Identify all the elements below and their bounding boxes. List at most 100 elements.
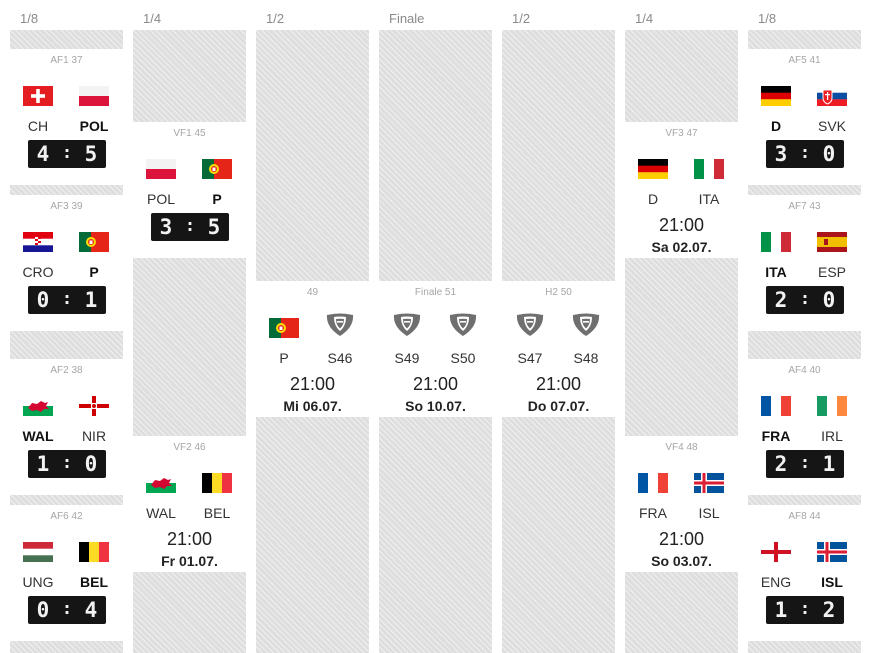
- match-card-af5[interactable]: AF5 41 D SVK 3 : 0: [748, 49, 861, 185]
- round-label: 1/4: [133, 8, 246, 30]
- flag-belgium-icon: [79, 542, 109, 562]
- score-away: 0: [822, 288, 836, 312]
- scoreboard: 0 : 4: [28, 596, 106, 624]
- shield-icon: [325, 313, 355, 337]
- team-home: CRO: [22, 264, 54, 280]
- match-date: So 10.07.: [405, 398, 466, 414]
- team-home: WAL: [22, 428, 54, 444]
- flag-portugal-icon: [202, 159, 232, 179]
- round-label: Finale: [379, 8, 492, 30]
- match-card-af8[interactable]: AF8 44 ENG ISL 1 : 2: [748, 505, 861, 641]
- team-away: S48: [573, 350, 599, 366]
- match-code: Finale 51: [414, 287, 457, 298]
- score-separator: :: [61, 599, 73, 619]
- score-away: 5: [84, 142, 98, 166]
- score-home: 2: [774, 452, 788, 476]
- score-home: 1: [36, 452, 50, 476]
- match-card-af6[interactable]: AF6 42 UNG BEL 0 : 4: [10, 505, 123, 641]
- score-home: 2: [774, 288, 788, 312]
- match-card-vf3[interactable]: VF3 47 D ITA 21:00 Sa 02.07.: [625, 122, 738, 258]
- score-away: 5: [207, 215, 221, 239]
- team-away: ISL: [698, 505, 720, 521]
- score-home: 0: [36, 288, 50, 312]
- match-date: Mi 06.07.: [283, 398, 342, 414]
- match-date: Do 07.07.: [527, 398, 590, 414]
- shield-icon: [448, 313, 478, 337]
- flag-germany-icon: [638, 159, 668, 179]
- score-away: 0: [822, 142, 836, 166]
- shield-icon: [392, 313, 422, 337]
- match-code: AF5 41: [788, 55, 821, 66]
- match-card-af2[interactable]: AF2 38 WAL NIR 1 : 0: [10, 359, 123, 495]
- kickoff-time: 21:00: [289, 374, 336, 394]
- match-card-af3[interactable]: AF3 39 CRO P 0 : 1: [10, 195, 123, 331]
- kickoff-time: 21:00: [535, 374, 582, 394]
- flag-iceland-icon: [694, 473, 724, 493]
- flag-belgium-icon: [202, 473, 232, 493]
- match-card-vf1[interactable]: VF1 45 POL P 3 : 5: [133, 122, 246, 258]
- team-home: ITA: [765, 264, 787, 280]
- match-card-final[interactable]: Finale 51 S49 S50 21:00 So 10.07.: [379, 281, 492, 417]
- match-card-h2[interactable]: H2 50 S47 S48 21:00 Do 07.07.: [502, 281, 615, 417]
- score-home: 0: [36, 598, 50, 622]
- match-code: AF1 37: [50, 55, 83, 66]
- score-separator: :: [61, 289, 73, 309]
- team-home: WAL: [146, 505, 176, 521]
- scoreboard: 3 : 5: [151, 213, 229, 241]
- match-code: AF2 38: [50, 365, 83, 376]
- scoreboard: 1 : 2: [766, 596, 844, 624]
- score-separator: :: [799, 599, 811, 619]
- scoreboard: 1 : 0: [28, 450, 106, 478]
- match-code: AF7 43: [788, 201, 821, 212]
- flag-portugal-icon: [79, 232, 109, 252]
- team-home: POL: [146, 191, 175, 207]
- team-away: POL: [79, 118, 109, 134]
- scoreboard: 0 : 1: [28, 286, 106, 314]
- match-card-af4[interactable]: AF4 40 FRA IRL 2 : 1: [748, 359, 861, 495]
- kickoff-time: 21:00: [166, 529, 213, 549]
- round-label: 1/4: [625, 8, 738, 30]
- score-home: 1: [774, 598, 788, 622]
- team-away: ESP: [817, 264, 846, 280]
- match-card-vf2[interactable]: VF2 46 WAL BEL 21:00 Fr 01.07.: [133, 436, 246, 572]
- match-code: AF8 44: [788, 511, 821, 522]
- team-away: SVK: [817, 118, 846, 134]
- round-label: 1/2: [502, 8, 615, 30]
- column-round-of-16-left: 1/8 AF1 37 CH POL 4 : 5 AF3 39 CRO P 0 :: [10, 8, 123, 653]
- team-away: ITA: [698, 191, 720, 207]
- round-label: 1/8: [10, 8, 123, 30]
- match-card-sf49[interactable]: 49 P S46 21:00 Mi 06.07.: [256, 281, 369, 417]
- scoreboard: 4 : 5: [28, 140, 106, 168]
- match-card-af7[interactable]: AF7 43 ITA ESP 2 : 0: [748, 195, 861, 331]
- team-home: S47: [517, 350, 543, 366]
- column-semifinal-left: 1/2 49 P S46 21:00 Mi 06.07.: [256, 8, 369, 653]
- score-home: 4: [36, 142, 50, 166]
- match-date: Sa 02.07.: [651, 239, 712, 255]
- column-quarterfinal-left: 1/4 VF1 45 POL P 3 : 5 VF2 46 WAL BEL 21…: [133, 8, 246, 653]
- flag-slovakia-icon: [817, 86, 847, 106]
- flag-poland-icon: [146, 159, 176, 179]
- scoreboard: 2 : 1: [766, 450, 844, 478]
- match-card-vf4[interactable]: VF4 48 FRA ISL 21:00 So 03.07.: [625, 436, 738, 572]
- match-code: VF1 45: [173, 128, 206, 139]
- round-label: 1/2: [256, 8, 369, 30]
- flag-italy-icon: [761, 232, 791, 252]
- match-code: AF3 39: [50, 201, 83, 212]
- kickoff-time: 21:00: [412, 374, 459, 394]
- match-card-af1[interactable]: AF1 37 CH POL 4 : 5: [10, 49, 123, 185]
- team-home: S49: [394, 350, 420, 366]
- flag-iceland-icon: [817, 542, 847, 562]
- score-away: 1: [822, 452, 836, 476]
- score-away: 0: [84, 452, 98, 476]
- team-home: D: [770, 118, 782, 134]
- team-away: ISL: [821, 574, 843, 590]
- flag-wales-icon: [23, 396, 53, 416]
- flag-hungary-icon: [23, 542, 53, 562]
- shield-icon: [571, 313, 601, 337]
- score-separator: :: [61, 143, 73, 163]
- match-code: AF6 42: [50, 511, 83, 522]
- score-home: 3: [774, 142, 788, 166]
- flag-northern-ireland-icon: [79, 396, 109, 416]
- column-final: Finale Finale 51 S49 S50 21:00 So 10.07.: [379, 8, 492, 653]
- team-away: BEL: [203, 505, 231, 521]
